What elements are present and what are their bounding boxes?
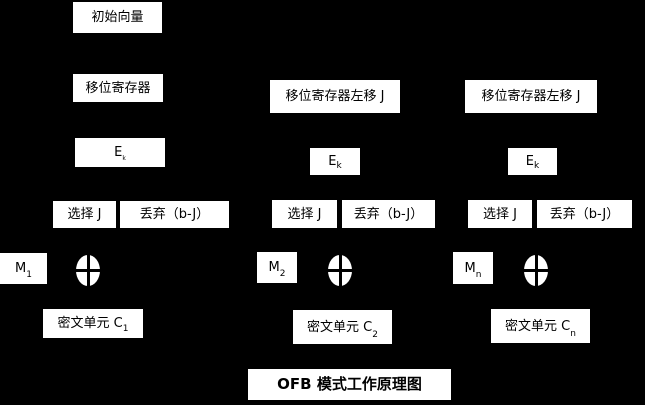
ciphertext-subscript: n xyxy=(570,329,576,339)
encrypt-subscript: k xyxy=(534,161,540,171)
ciphertext-label: 密文单元 C xyxy=(307,319,373,335)
message-label: M xyxy=(268,260,280,275)
message-subscript: n xyxy=(475,270,482,280)
select-j-box-1: 选择 J xyxy=(53,201,116,228)
xor-icon xyxy=(76,255,100,286)
shift-register-box-3: 移位寄存器左移 J xyxy=(465,80,597,113)
shift-register-box-1: 移位寄存器 xyxy=(73,74,163,102)
message-label: M xyxy=(464,260,476,276)
xor-cross-vertical xyxy=(534,255,538,286)
select-j-box-2: 选择 J xyxy=(272,200,337,228)
discard-box-3: 丢弃（b-J） xyxy=(537,200,632,228)
encrypt-label: E xyxy=(114,145,123,160)
ciphertext-subscript: 2 xyxy=(372,330,378,340)
initial-vector-box: 初始向量 xyxy=(73,2,162,33)
message-subscript: 1 xyxy=(26,270,32,280)
diagram-title: OFB 模式工作原理图 xyxy=(248,369,451,400)
encrypt-subscript: k xyxy=(122,155,126,162)
xor-cross-vertical xyxy=(338,255,342,286)
discard-box-2: 丢弃（b-J） xyxy=(342,200,435,228)
message-subscript: 2 xyxy=(279,269,286,279)
message-label: M xyxy=(15,261,27,276)
ciphertext-label: 密文单元 C xyxy=(505,318,571,334)
discard-box-1: 丢弃（b-J） xyxy=(120,201,229,228)
ciphertext-subscript: 1 xyxy=(122,324,129,334)
xor-cross-vertical xyxy=(86,255,90,286)
encrypt-label: E xyxy=(328,154,337,169)
xor-icon xyxy=(328,255,352,286)
xor-icon xyxy=(524,255,548,286)
select-j-box-3: 选择 J xyxy=(468,200,532,228)
encrypt-subscript: k xyxy=(336,161,342,171)
ciphertext-label: 密文单元 C xyxy=(57,316,123,331)
shift-register-box-2: 移位寄存器左移 J xyxy=(270,80,400,113)
encrypt-label: E xyxy=(525,154,534,169)
